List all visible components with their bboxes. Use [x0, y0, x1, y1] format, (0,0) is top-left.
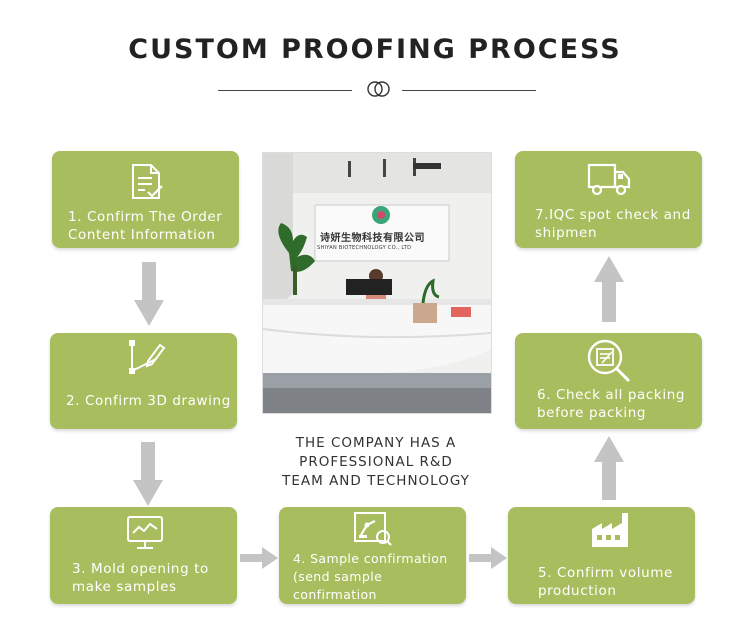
step-3-label: 3. Mold opening to make samples: [72, 560, 209, 596]
step-4-label: 4. Sample confirmation (send sample conf…: [293, 550, 466, 622]
step-7-label: 7.IQC spot check and shipmen: [535, 206, 691, 242]
company-caption: THE COMPANY HAS A PROFESSIONAL R&D TEAM …: [262, 434, 490, 491]
office-reception-photo: 诗妍生物科技有限公司 SHIYAN BIOTECHNOLOGY CO., LTD: [262, 152, 492, 414]
photo-sign-english: SHIYAN BIOTECHNOLOGY CO., LTD: [317, 245, 411, 251]
factory-icon: [590, 511, 630, 549]
step-6-box: 6. Check all packing before packing: [515, 333, 702, 429]
step-1-box: 1. Confirm The Order Content Information: [52, 151, 239, 248]
step-5-label: 5. Confirm volume production: [538, 564, 673, 600]
step-5-box: 5. Confirm volume production: [508, 507, 695, 604]
step-1-label: 1. Confirm The Order Content Information: [68, 208, 222, 244]
pencil-shape-icon: [126, 337, 166, 377]
truck-icon: [587, 161, 631, 197]
step-7-box: 7.IQC spot check and shipmen: [515, 151, 702, 248]
magnifier-document-icon: [585, 337, 633, 383]
interlocking-rings-icon: [365, 78, 393, 100]
page-title: CUSTOM PROOFING PROCESS: [0, 34, 750, 65]
arrow-up-2: [594, 256, 624, 322]
arrow-right-1: [240, 547, 278, 569]
arrow-up-1: [594, 436, 624, 500]
robot-arm-icon: [353, 511, 393, 547]
step-4-box: 4. Sample confirmation (send sample conf…: [279, 507, 466, 604]
arrow-down-2: [133, 442, 163, 506]
step-2-label: 2. Confirm 3D drawing: [66, 392, 231, 410]
step-2-box: 2. Confirm 3D drawing: [50, 333, 237, 429]
photo-sign-chinese: 诗妍生物科技有限公司: [320, 229, 425, 244]
monitor-chart-icon: [126, 515, 164, 551]
document-check-icon: [130, 163, 164, 201]
title-divider-left: [218, 90, 352, 91]
step-6-label: 6. Check all packing before packing: [537, 386, 685, 422]
step-3-box: 3. Mold opening to make samples: [50, 507, 237, 604]
arrow-right-2: [469, 547, 507, 569]
arrow-down-1: [134, 262, 164, 326]
title-divider-right: [402, 90, 536, 91]
